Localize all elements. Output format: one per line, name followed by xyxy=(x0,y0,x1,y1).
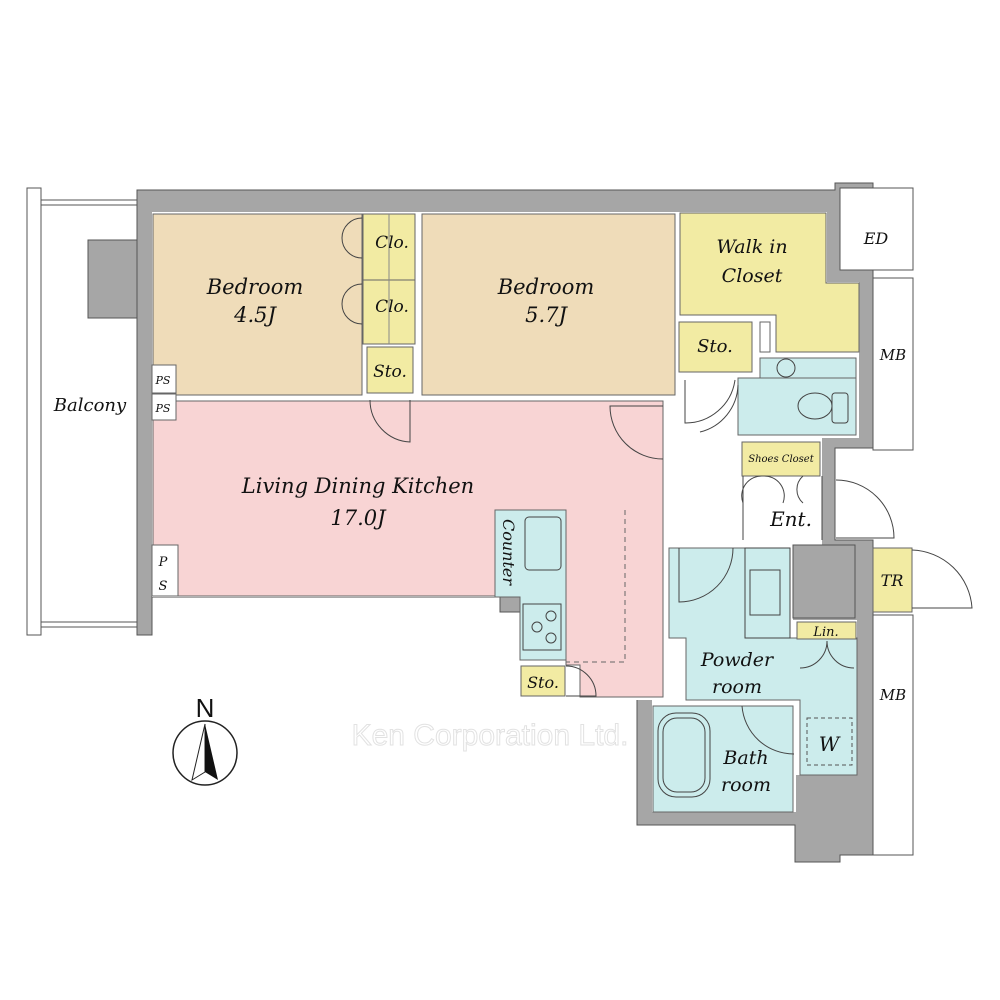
bedroom-1-size: 4.5J xyxy=(233,303,277,327)
vanity-icon xyxy=(744,547,791,639)
walk-in-closet-label-2: Closet xyxy=(722,265,783,287)
storage-2 xyxy=(678,321,753,373)
kitchen-counter xyxy=(494,509,567,661)
linen-closet xyxy=(796,621,857,640)
compass-north-label: N xyxy=(196,693,215,723)
mb-bottom-box xyxy=(872,614,914,856)
bath-room xyxy=(652,705,794,813)
walk-in-closet-label-1: Walk in xyxy=(716,236,787,258)
bedroom-1 xyxy=(152,213,363,396)
tr-label: TR xyxy=(881,571,904,590)
ps-3-label-s: S xyxy=(159,579,168,594)
bathtub-icon xyxy=(657,712,711,798)
sink-icon xyxy=(524,516,562,571)
bath-room-label-2: room xyxy=(721,774,771,796)
bedroom-2-size: 5.7J xyxy=(525,303,568,327)
shoes-closet xyxy=(741,441,821,477)
ps-1 xyxy=(151,364,177,394)
storage-2-label: Sto. xyxy=(697,336,733,357)
toilet-icon xyxy=(797,392,849,424)
ps-2 xyxy=(151,393,177,421)
mb-bottom-label: MB xyxy=(879,686,906,704)
storage-1-label: Sto. xyxy=(373,362,407,382)
door-storage-2[interactable] xyxy=(684,379,736,424)
door-ldk[interactable] xyxy=(609,405,664,460)
compass-icon: N xyxy=(172,693,238,786)
ps-3-label-p: P xyxy=(158,555,168,570)
ps-1-label: PS xyxy=(155,374,171,387)
powder-room-label-1: Powder xyxy=(700,649,775,671)
door-storage[interactable] xyxy=(369,399,411,443)
ed-box xyxy=(839,187,914,271)
shoes-closet-label: Shoes Closet xyxy=(748,454,814,465)
linen-label: Lin. xyxy=(812,625,838,640)
mb-top-box xyxy=(872,277,914,451)
washer-space xyxy=(806,717,853,766)
watermark: Ken Corporation Ltd. xyxy=(352,719,629,752)
storage-3 xyxy=(520,665,566,697)
ldk-label: Living Dining Kitchen xyxy=(241,474,474,498)
walk-in-closet xyxy=(679,212,860,353)
closet-2-label: Clo. xyxy=(375,297,409,317)
bedroom-1-label: Bedroom xyxy=(206,275,304,299)
entrance-door[interactable] xyxy=(835,479,895,539)
mb-top-label: MB xyxy=(879,346,906,364)
ldk-size: 17.0J xyxy=(330,506,387,530)
ps-2-label: PS xyxy=(155,402,171,415)
bath-room-label-1: Bath xyxy=(722,747,768,769)
living-dining-kitchen xyxy=(152,400,664,698)
stove-icon xyxy=(522,603,562,651)
storage-1 xyxy=(366,346,414,394)
balcony-label: Balcony xyxy=(53,395,127,416)
entrance-label: Ent. xyxy=(769,507,812,531)
counter-label: Counter xyxy=(499,519,518,586)
ed-label: ED xyxy=(863,229,889,248)
ps-3 xyxy=(151,544,179,597)
washer-label: W xyxy=(819,732,841,756)
powder-room-label-2: room xyxy=(712,676,762,698)
trunk-room xyxy=(872,547,913,613)
toilet-room xyxy=(737,377,857,436)
bedroom-2 xyxy=(421,213,676,396)
bedroom-2-label: Bedroom xyxy=(497,275,595,299)
closet-1-label: Clo. xyxy=(375,233,409,253)
storage-3-label: Sto. xyxy=(527,673,559,692)
